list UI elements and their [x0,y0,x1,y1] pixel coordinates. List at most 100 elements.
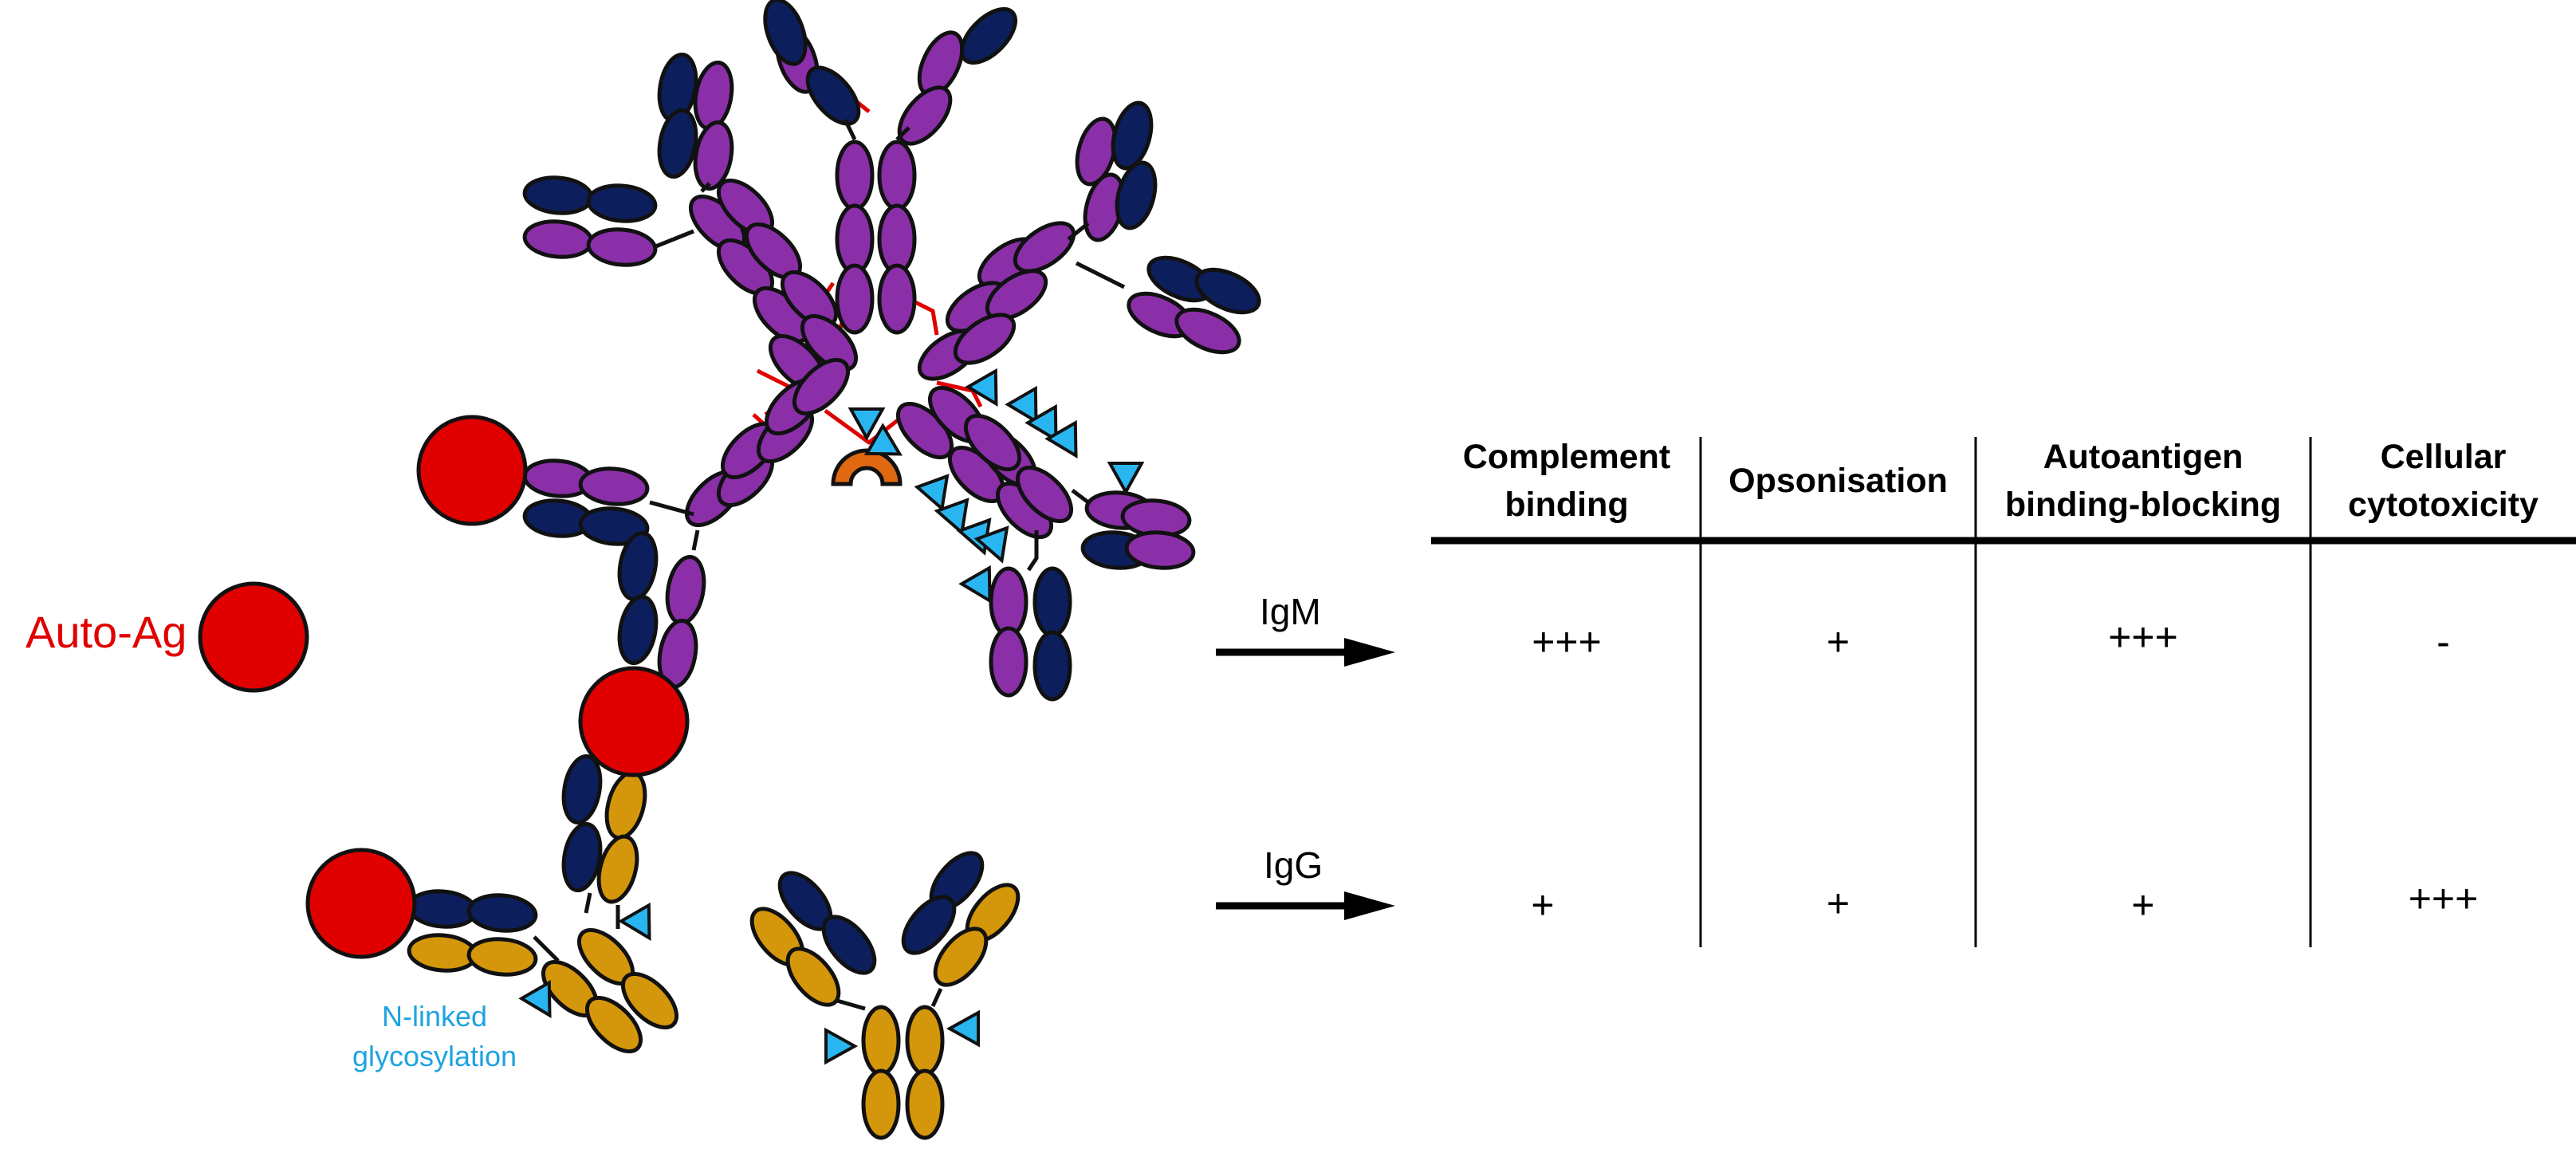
glycan-icon [1107,462,1145,496]
glycan-icon [518,979,552,1019]
cell-igm-cytotoxicity: - [2436,620,2450,664]
cell-igg-cytotoxicity: +++ [2408,876,2479,921]
igg-constant-domain [620,971,679,1030]
glycan-icon [618,902,651,942]
variable-domain [1032,566,1072,638]
variable-domain [466,893,538,933]
igm-constant-domain [989,566,1028,638]
glycan-icon [958,565,992,604]
cell-igg-complement: + [1531,883,1555,927]
table-rules [1431,437,2576,947]
j-chain-icon [831,448,903,486]
antigen-icon [305,848,417,959]
variable-domain [1115,160,1158,230]
variable-domain [763,0,808,66]
igm-constant-domain [693,60,734,132]
igg-constant-domain [604,770,647,840]
antigen-icon [578,666,690,777]
variable-domain [407,889,478,929]
variable-domain [901,895,957,955]
variable-domain [522,175,594,215]
igg-constant-domain [785,946,841,1007]
hinge-line [700,182,711,193]
igm-constant-domain [665,554,706,626]
igm-constant-domain [897,85,953,146]
igm-constant-domain [1174,307,1241,355]
hinge-line [1075,261,1126,289]
igm-pentamer [522,0,1261,702]
igg-constant-domain [466,937,538,977]
column-header-complement: Complement binding [1462,438,1671,524]
glycan-icon [973,525,1009,564]
hinge-line [1026,530,1039,572]
variable-domain [1111,100,1154,171]
variable-domain [1032,630,1072,702]
hinge-line [649,500,694,517]
glycan-icon [863,423,903,456]
glycan-icon [824,1027,859,1065]
hinge-line [533,935,560,962]
glycosylation-marks [518,368,1145,1065]
hinge-line [836,998,866,1011]
column-header-autoantigen: Autoantigen binding-blocking [2004,438,2282,524]
igm-constant-domain [835,263,875,335]
row-label-igg: IgG [1264,844,1323,886]
igm-constant-domain [586,227,658,267]
igm-constant-domain [693,120,734,191]
hinge-line [930,987,943,1008]
disulfide-bond [824,408,907,445]
cell-igm-autoantigen: +++ [2108,615,2178,659]
igm-constant-domain [835,203,875,275]
igm-constant-domain [953,313,1017,365]
variable-domain [1194,267,1261,315]
hinge-line [1071,489,1090,504]
cell-igg-autoantigen: + [2131,883,2155,927]
cell-igm-opsonisation: + [1826,620,1850,664]
igg-constant-domain [933,927,989,987]
hinge-line [843,118,857,141]
glycan-icon [848,407,886,442]
variable-domain [657,108,698,179]
variable-domain [561,821,603,893]
hinge-line [1067,222,1090,241]
variable-domain [561,754,603,825]
cell-igm-complement: +++ [1532,620,1602,664]
igm-constant-domain [800,313,859,372]
variable-domain [959,6,1018,65]
igm-constant-domain [792,357,851,416]
glycan-icon [914,474,950,512]
igg-constant-domain [861,1005,901,1076]
glycan-icon [1044,419,1078,459]
arrows [1216,638,1395,920]
igm-constant-domain [985,269,1048,321]
glycosylation-label: N-linked glycosylation [352,1000,517,1072]
hinge-line [584,892,592,914]
igm-constant-domain [877,203,917,275]
igg-constant-domain [407,933,478,973]
glycan-icon [1005,385,1038,425]
igm-constant-domain [1013,221,1076,273]
igm-constant-domain [835,140,875,211]
igm-constant-domain [522,219,594,259]
hinge-line [895,126,910,141]
hinge-line [653,229,694,250]
auto-antigen-label: Auto-Ag [26,607,187,657]
glycan-icon [946,1009,980,1048]
variable-domain [821,915,877,975]
igm-constant-domain [1015,465,1074,524]
variable-domain [805,65,861,126]
right-arrow-icon [1216,891,1395,920]
igg-constant-domain [905,1005,945,1076]
variable-domain [578,506,650,546]
igm-constant-domain [877,140,917,211]
igg-monomers [407,754,1021,1140]
glycan-icon [965,368,998,407]
igm-constant-domain [989,626,1028,698]
row-label-igm: IgM [1260,591,1321,632]
antigen-icon [416,415,528,526]
cell-igg-opsonisation: + [1826,881,1850,926]
igg-constant-domain [596,834,639,904]
igm-constant-domain [1124,530,1196,570]
igg-constant-domain [905,1068,945,1140]
